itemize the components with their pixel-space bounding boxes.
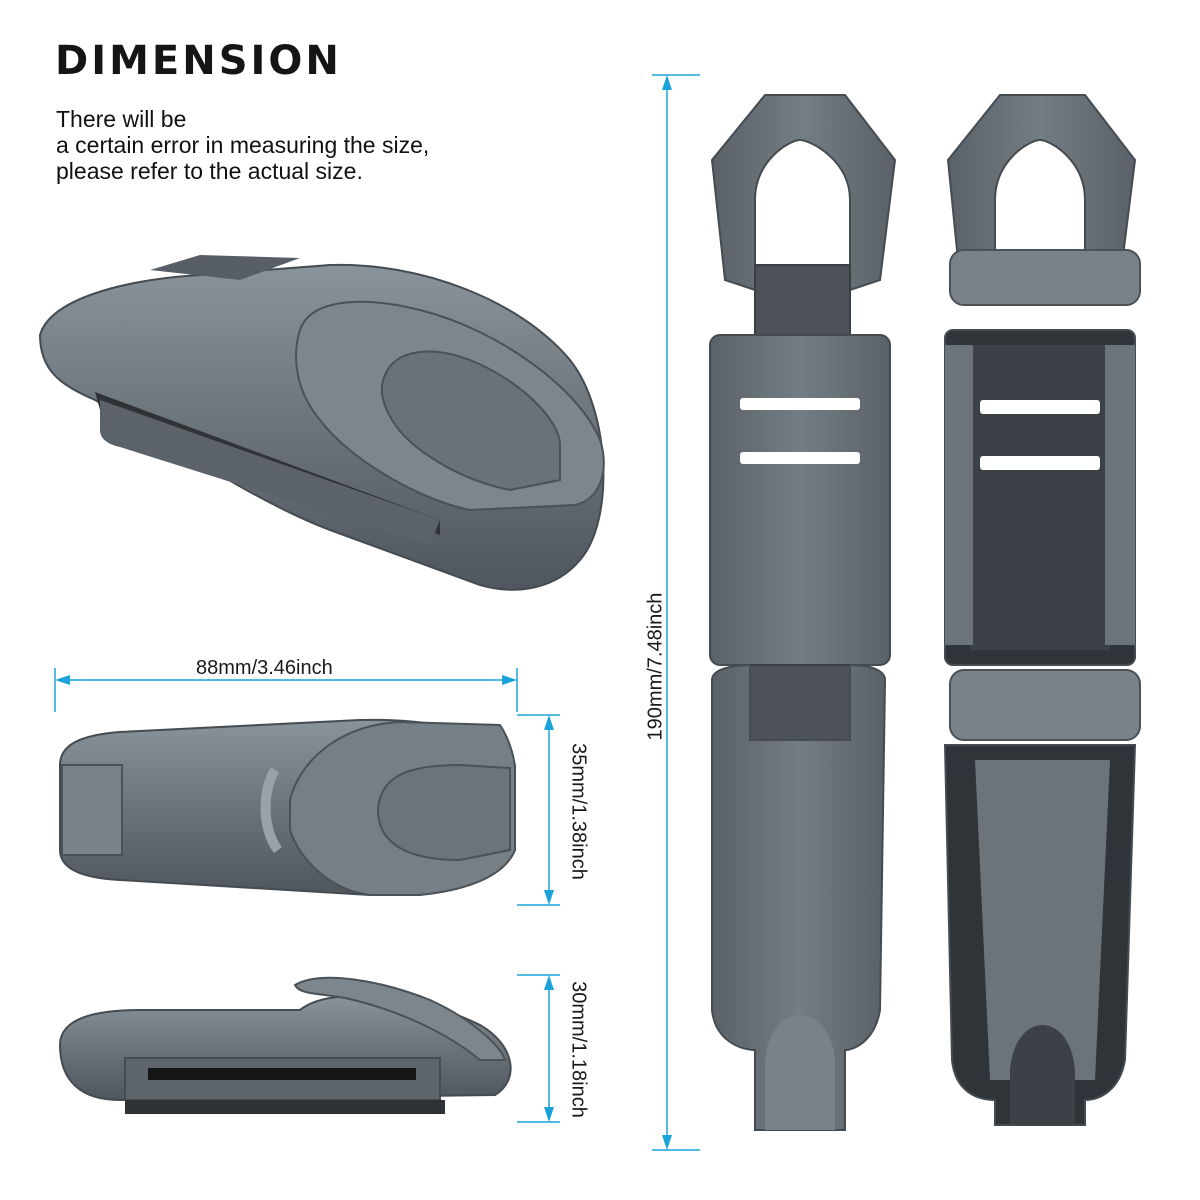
side-height-label: 30mm/1.18inch [567, 981, 590, 1118]
open-view-inner [943, 94, 1141, 1126]
note-line: There will be [56, 106, 187, 132]
perspective-view [38, 255, 605, 591]
note-line: a certain error in measuring the size, [56, 132, 430, 158]
page-title: DIMENSION [55, 38, 342, 84]
length-label: 190mm/7.48inch [644, 592, 667, 741]
note-line: please refer to the actual size. [56, 158, 363, 184]
front-height-label: 35mm/1.38inch [567, 743, 590, 880]
front-view [59, 718, 516, 897]
dimension-lines [54, 74, 700, 1151]
measurement-note: There will be a certain error in measuri… [56, 106, 429, 184]
width-label: 88mm/3.46inch [196, 657, 333, 679]
side-view [58, 976, 512, 1114]
open-view-front [709, 94, 897, 1131]
